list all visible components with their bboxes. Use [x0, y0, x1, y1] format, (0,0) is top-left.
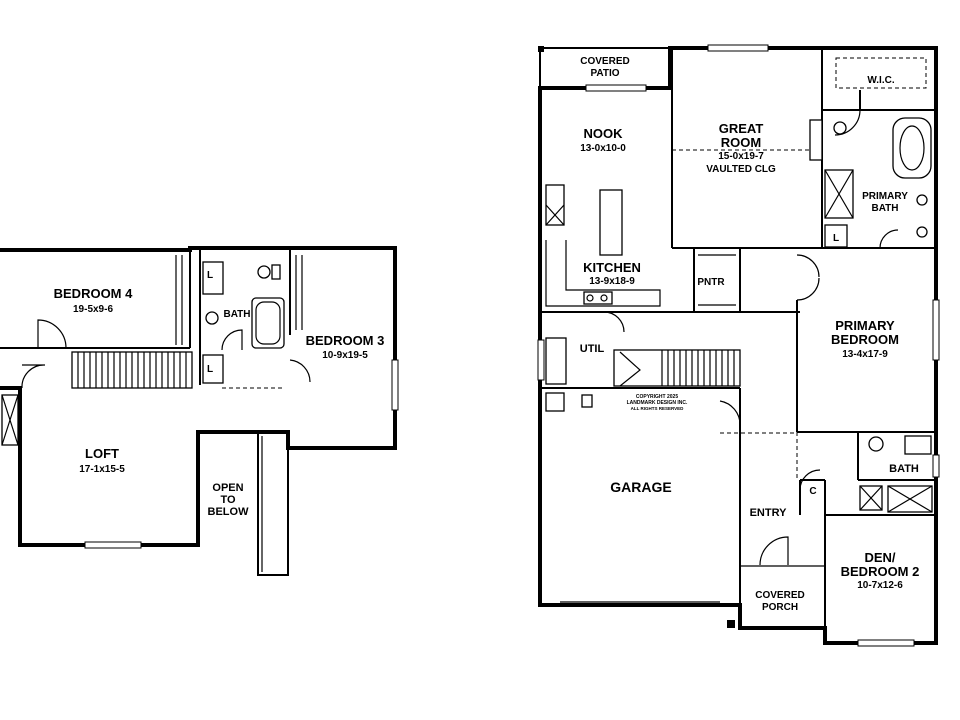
patio-label-1: COVERED: [580, 56, 629, 67]
open-below-edge: [257, 432, 289, 576]
main-stair-treads: [661, 350, 735, 386]
den-label-2: BEDROOM 2: [841, 564, 920, 579]
den-dims: 10-7x12-6: [857, 580, 903, 591]
great-room-label-2: ROOM: [721, 135, 761, 150]
upper-bath-label: BATH: [223, 309, 250, 320]
bath2-sink: [904, 435, 932, 455]
main-stair: [613, 349, 741, 387]
linen-closet-2: [202, 354, 224, 384]
linen-closet-main: [824, 224, 848, 248]
linen-label: L: [833, 233, 839, 244]
linen-closet-1: [202, 261, 224, 295]
linen2-label: L: [207, 364, 213, 375]
main-floor-plan: COVERED PATIO NOOK 13-0x10-0 GREAT ROOM …: [537, 44, 940, 647]
open-below-line1: OPEN: [212, 482, 243, 494]
great-room-dims: 15-0x19-7: [718, 151, 764, 162]
toilet: [257, 265, 271, 279]
upper-outer-wall: [0, 246, 397, 547]
wic-label: W.I.C.: [867, 75, 894, 86]
den-window: [857, 639, 915, 647]
bedroom3-label: BEDROOM 3: [306, 333, 385, 348]
open-below-line2: TO: [220, 494, 236, 506]
bathtub: [251, 297, 285, 349]
loft-label: LOFT: [85, 446, 119, 461]
great-room-window: [707, 44, 769, 52]
porch-label-1: COVERED: [755, 590, 804, 601]
porch-label-2: PORCH: [762, 602, 798, 613]
primary-bath-label-2: BATH: [871, 203, 898, 214]
primary-bedroom-label-1: PRIMARY: [835, 318, 895, 333]
upper-floor-plan: BEDROOM 4 19-5x9-6 BEDROOM 3 10-9x19-5 L…: [0, 246, 399, 576]
primary-toilet: [833, 121, 847, 135]
primary-bath-label-1: PRIMARY: [862, 191, 908, 202]
bath2-toilet: [868, 436, 884, 452]
water-heater: [545, 392, 565, 412]
bedroom3-dims: 10-9x19-5: [322, 350, 368, 361]
loft-window: [84, 541, 142, 549]
garage-label: GARAGE: [610, 479, 671, 495]
sink: [205, 311, 219, 325]
primary-bed-window: [932, 299, 940, 361]
great-room-note: VAULTED CLG: [706, 164, 776, 175]
bath2-label: BATH: [889, 463, 919, 475]
kitchen-label: KITCHEN: [583, 260, 641, 275]
cooktop: [583, 291, 613, 305]
wic-shelf: [835, 57, 927, 89]
range: [545, 184, 565, 226]
open-below-line3: BELOW: [208, 506, 250, 518]
bedroom4-label: BEDROOM 4: [54, 286, 134, 301]
den-label-1: DEN/: [864, 550, 895, 565]
washer-dryer: [545, 337, 567, 385]
closet-label: C: [809, 486, 816, 497]
entry-label: ENTRY: [750, 507, 788, 519]
copyright-line-1: COPYRIGHT 2025: [636, 394, 678, 400]
copyright-line-2: LANDMARK DESIGN INC.: [627, 400, 688, 406]
bedroom4-dims: 19-5x9-6: [73, 304, 113, 315]
copyright-line-3: ALL RIGHTS RESERVED: [631, 406, 685, 411]
util-label: UTIL: [580, 343, 605, 355]
primary-tub: [892, 117, 932, 179]
patio-label-2: PATIO: [590, 68, 619, 79]
kitchen-island: [599, 189, 623, 256]
pantry-label: PNTR: [697, 277, 725, 288]
great-room-label-1: GREAT: [719, 121, 764, 136]
primary-bedroom-label-2: BEDROOM: [831, 332, 899, 347]
nook-label: NOOK: [584, 126, 624, 141]
primary-bedroom-dims: 13-4x17-9: [842, 349, 888, 360]
loft-dims: 17-1x15-5: [79, 464, 125, 475]
nook-dims: 13-0x10-0: [580, 143, 626, 154]
stair-treads: [77, 352, 187, 388]
bedroom3-window: [391, 359, 399, 411]
linen1-label: L: [207, 270, 213, 281]
kitchen-dims: 13-9x18-9: [589, 276, 635, 287]
